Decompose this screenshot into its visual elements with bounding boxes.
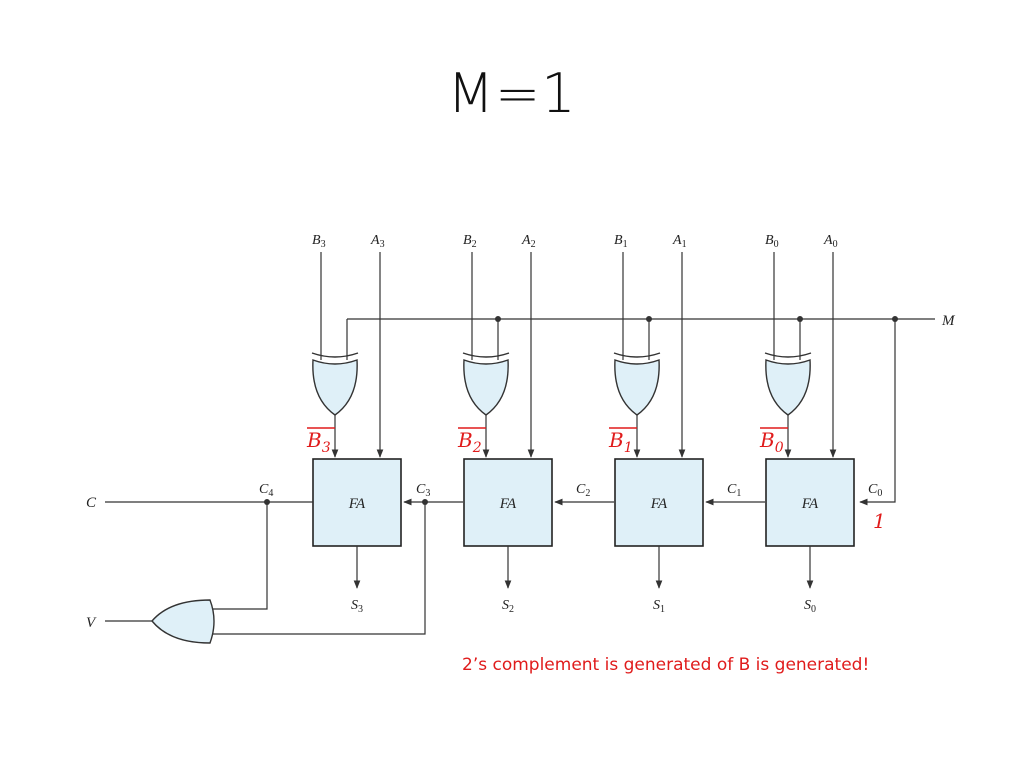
overflow-xor-gate (151, 599, 215, 644)
fa-label: FA (499, 496, 517, 512)
sum-label: S2 (502, 598, 514, 615)
a-input-label: A3 (370, 233, 385, 250)
a-input-label: A2 (521, 233, 536, 250)
annotation-note: 2’s complement is generated of B is gene… (462, 655, 870, 675)
a-input-label: A0 (823, 233, 838, 250)
bbar-label: B0 (759, 428, 784, 456)
carry-label-c2: C2 (576, 482, 590, 499)
carry-label-c0: C0 (868, 482, 882, 499)
bbar-label: B2 (457, 428, 482, 456)
sum-label: S1 (653, 598, 665, 615)
b-input-label: B2 (463, 233, 477, 250)
sum-label: S0 (804, 598, 816, 615)
a-input-label: A1 (672, 233, 687, 250)
slide-title: M=1 (447, 62, 577, 125)
fa-label: FA (348, 496, 366, 512)
bbar-label: B1 (608, 428, 633, 456)
bbar-label: B3 (306, 428, 331, 456)
carry-label-c3: C3 (416, 482, 430, 499)
carry-in-value: 1 (873, 509, 886, 533)
xor-gate-b0 (764, 352, 812, 416)
b-input-label: B0 (765, 233, 779, 250)
full-adder-box (312, 458, 402, 547)
c3-to-xor-wire (212, 502, 426, 635)
carry-label-c1: C1 (727, 482, 741, 499)
sum-label: S3 (351, 598, 363, 615)
fa-label: FA (801, 496, 819, 512)
xor-gate-b2 (462, 352, 510, 416)
fa-label: FA (650, 496, 668, 512)
full-adder-box (765, 458, 855, 547)
full-adder-box (463, 458, 553, 547)
m-label: M (941, 313, 956, 329)
carry-label-c4: C4 (259, 482, 273, 499)
c4-to-xor-wire (212, 502, 268, 610)
b-input-label: B3 (312, 233, 326, 250)
full-adder-box (614, 458, 704, 547)
v-output-label: V (86, 615, 97, 631)
xor-gate-b3 (311, 352, 359, 416)
m-to-c0-line (859, 319, 896, 506)
c-output-label: C (86, 495, 97, 511)
b-input-label: B1 (614, 233, 628, 250)
xor-gate-b1 (613, 352, 661, 416)
